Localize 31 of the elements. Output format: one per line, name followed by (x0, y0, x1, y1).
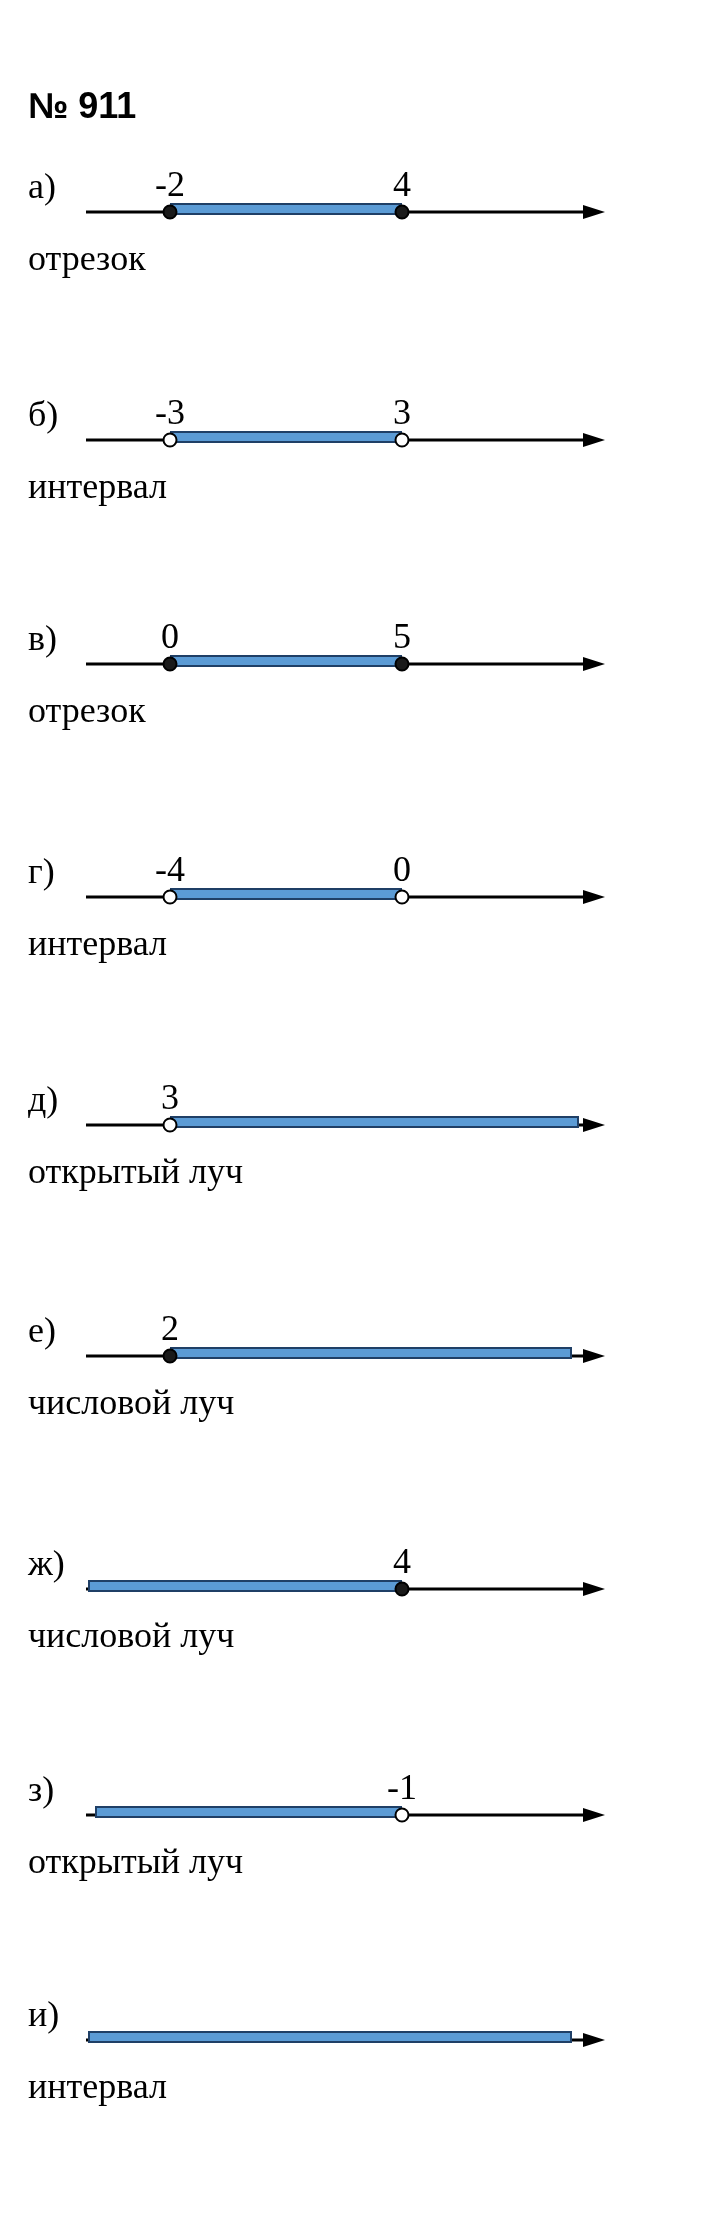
item-letter: и) (28, 1996, 60, 2032)
point-value: 4 (393, 166, 411, 202)
item-letter: а) (28, 168, 56, 204)
point-value: -3 (155, 394, 185, 430)
set-type-name: открытый луч (28, 1843, 244, 1879)
item-letter: е) (28, 1312, 56, 1348)
set-type-name: интервал (28, 2068, 168, 2104)
set-type-name: интервал (28, 468, 168, 504)
point-value: 3 (161, 1079, 179, 1115)
set-type-name: числовой луч (28, 1384, 235, 1420)
item-letter: з) (28, 1771, 55, 1807)
item-letter: д) (28, 1081, 59, 1117)
point-value: 0 (393, 851, 411, 887)
set-type-name: отрезок (28, 692, 146, 728)
item-letter: ж) (28, 1545, 65, 1581)
set-type-name: открытый луч (28, 1153, 244, 1189)
point-value: -4 (155, 851, 185, 887)
point-value: 4 (393, 1543, 411, 1579)
set-type-name: числовой луч (28, 1617, 235, 1653)
item-letter: б) (28, 396, 59, 432)
item-letter: г) (28, 853, 55, 889)
item-letter: в) (28, 620, 57, 656)
point-value: 3 (393, 394, 411, 430)
point-value: 5 (393, 618, 411, 654)
point-value: 2 (161, 1310, 179, 1346)
set-type-name: отрезок (28, 240, 146, 276)
point-value: -1 (387, 1769, 417, 1805)
task-number: № 911 (28, 88, 137, 124)
point-value: 0 (161, 618, 179, 654)
set-type-name: интервал (28, 925, 168, 961)
point-value: -2 (155, 166, 185, 202)
